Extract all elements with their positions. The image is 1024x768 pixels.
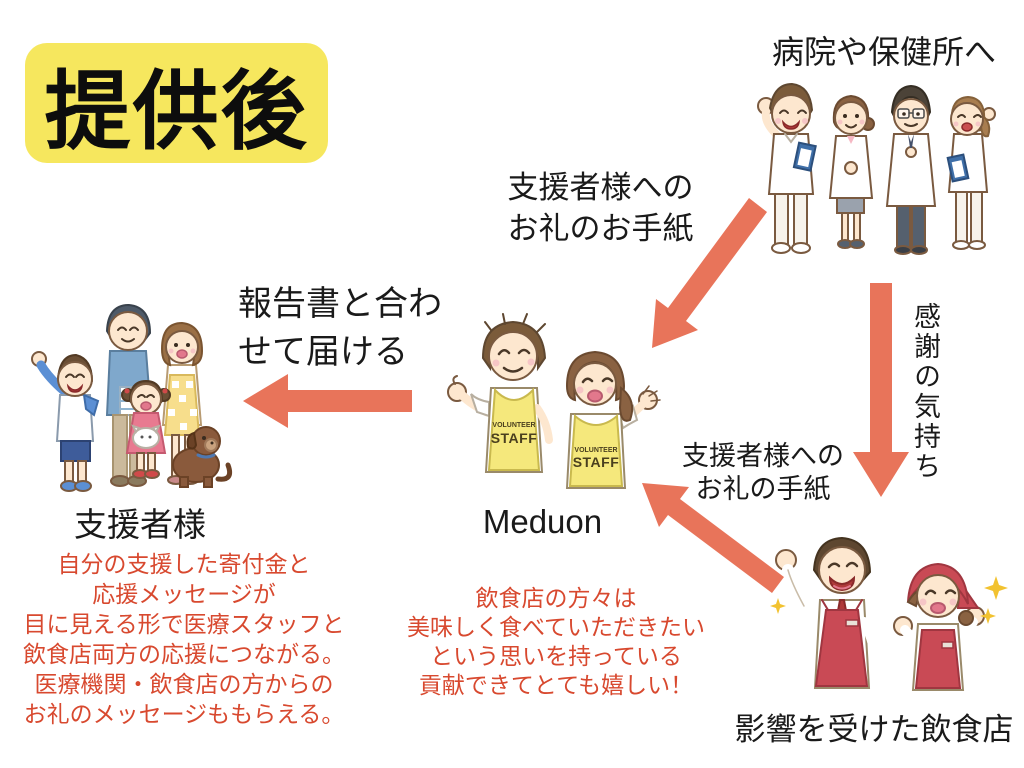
gratitude-label: 感謝の気持ち (910, 302, 940, 482)
report-note-line1: 報告書と合わ (238, 285, 442, 323)
page-title: 提供後 (44, 63, 309, 160)
vest-text-staff: STAFF (573, 454, 620, 470)
meduon-label: Meduon (482, 503, 603, 540)
center-para-line: 貢献できてとても嬉しい！ (418, 672, 694, 698)
medical-staff-illustration (757, 82, 996, 255)
thanks-letter-note-line1: 支援者様への (507, 170, 694, 205)
restaurant-staff-illustration (770, 536, 1008, 691)
left-para-line: お礼のメッセージももらえる。 (23, 701, 345, 727)
report-note: 報告書と合わ せて届ける (238, 280, 442, 376)
center-para-line: 美味しく食べていただきたい (406, 614, 706, 640)
thanks-letter-right-note: 支援者様への お礼の手紙 (668, 440, 858, 506)
arrow-meduon-to-supporters (243, 374, 412, 428)
center-para-line: という思いを持っている (430, 643, 682, 669)
center-para-line: 飲食店の方々は (475, 585, 637, 611)
left-para-line: 目に見える形で医療スタッフと (23, 611, 345, 637)
vest-text-volunteer: VOLUNTEER (492, 422, 535, 429)
thanks-letter-note-line2: お礼のお手紙 (507, 211, 694, 246)
restaurant-label: 影響を受けた飲食店 (734, 712, 1014, 747)
supporter-benefit-paragraph: 自分の支援した寄付金と 応援メッセージが 目に見える形で医療スタッフと 飲食店両… (8, 549, 360, 729)
thanks-letter-note: 支援者様への お礼のお手紙 (478, 167, 723, 249)
left-para-line: 応援メッセージが (92, 581, 276, 607)
report-note-line2: せて届ける (238, 333, 408, 371)
title-box: 提供後 (25, 43, 328, 163)
vest-text-volunteer: VOLUNTEER (574, 447, 617, 454)
vest-text-staff: STAFF (491, 430, 538, 446)
hospital-label: 病院や保健所へ (771, 34, 996, 70)
thanks-letter-right-line1: 支援者様への (682, 441, 844, 471)
arrow-hospital-to-restaurant (853, 283, 909, 497)
family-illustration (31, 303, 233, 492)
volunteer-staff-illustration: VOLUNTEER STAFF VOLUNTEER STAFF (447, 313, 661, 489)
supporters-label: 支援者様 (74, 506, 206, 543)
thanks-letter-right-line2: お礼の手紙 (695, 474, 831, 504)
left-para-line: 飲食店両方の応援につながる。 (23, 641, 345, 667)
left-para-line: 医療機関・飲食店の方からの (34, 671, 334, 697)
restaurant-feeling-paragraph: 飲食店の方々は 美味しく食べていただきたい という思いを持っている 貢献できてと… (385, 584, 727, 700)
left-para-line: 自分の支援した寄付金と (57, 551, 311, 577)
